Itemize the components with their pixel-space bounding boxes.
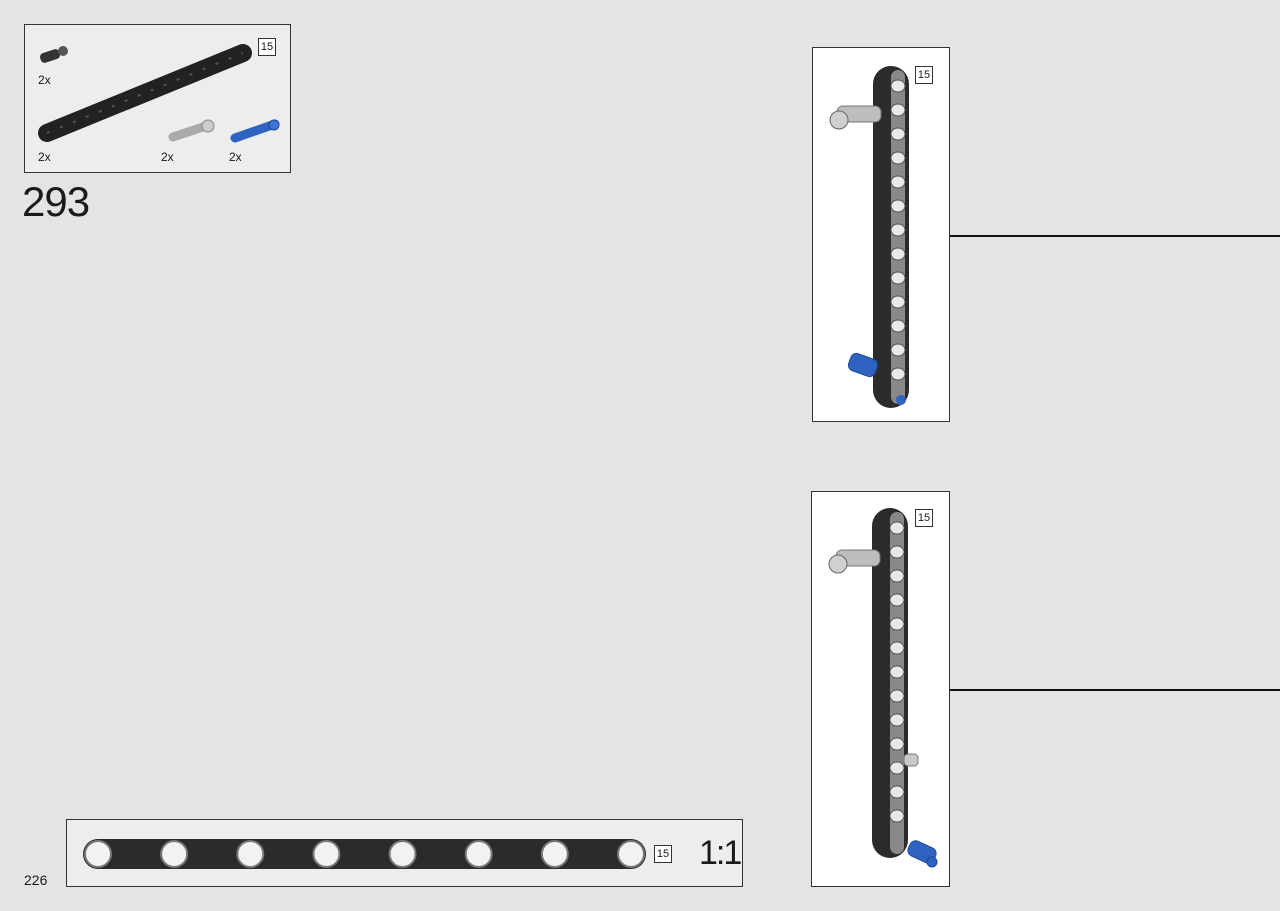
beam-length-label: 15: [258, 38, 276, 56]
ruler-hole: [236, 840, 265, 868]
step-number: 293: [22, 178, 90, 225]
black-pin-icon: [39, 46, 68, 63]
blue-pin-icon: [847, 352, 906, 405]
ruler-hole: [540, 840, 569, 868]
parts-list-drawing: [38, 44, 280, 143]
gray-pin-icon: [828, 549, 881, 574]
part-qty: 2x: [229, 150, 242, 164]
blue-pin-icon: [230, 119, 280, 143]
ruler-hole: [312, 840, 341, 868]
scale-label: 1:1: [699, 834, 742, 872]
parts-list-box: 15 2x 2x 2x 2x: [24, 24, 291, 173]
callout-2-drawing: [828, 508, 938, 868]
blue-pin-icon: [907, 840, 938, 868]
gray-pin-icon: [168, 119, 215, 142]
callout-1-leader-line: [950, 235, 1280, 237]
ruler-hole: [617, 840, 645, 868]
callout-1: 15: [812, 47, 950, 422]
callout-2-leader-line: [950, 689, 1280, 691]
ruler-hole: [160, 840, 189, 868]
beam-length-label: 15: [915, 509, 933, 527]
part-qty: 2x: [38, 150, 51, 164]
scale-ruler-drawing: [83, 839, 646, 869]
ruler-hole: [388, 840, 417, 868]
gray-pin-icon: [829, 105, 882, 130]
scale-ruler-box: 15 1:1: [66, 819, 743, 887]
callout-2: 15: [811, 491, 950, 887]
gray-pin-icon: [903, 753, 919, 767]
part-qty: 2x: [38, 73, 51, 87]
part-qty: 2x: [161, 150, 174, 164]
callout-1-drawing: [829, 66, 909, 408]
page-number: 226: [24, 872, 48, 888]
beam-length-label: 15: [654, 845, 672, 863]
black-beam-icon: [38, 44, 252, 142]
ruler-hole: [84, 840, 112, 868]
beam-length-label: 15: [915, 66, 933, 84]
ruler-hole: [464, 840, 493, 868]
